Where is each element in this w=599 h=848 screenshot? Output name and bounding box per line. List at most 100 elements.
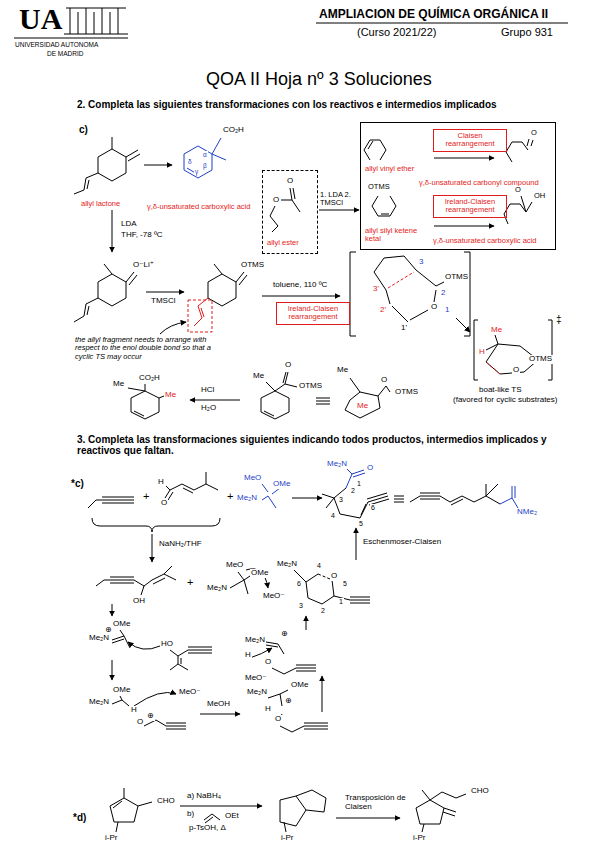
annotation-text: Grupo 931: [500, 26, 554, 38]
section-2c-structures: [506, 139, 533, 162]
annotation-text: (favored for cyclic substrates): [452, 396, 558, 405]
annotation-text: CHO: [156, 797, 176, 806]
section-2c-structures: [316, 398, 330, 404]
section-3c-structures: [112, 630, 130, 648]
section-3c-structures: [96, 566, 176, 595]
section-3c-structures: [88, 468, 518, 732]
section-3c-structures: [322, 676, 323, 712]
annotation-text: Me₂N: [276, 560, 298, 569]
annotation-text: 1: [356, 480, 362, 488]
annotation-text: LDA: [120, 220, 138, 229]
section-2c-structures: [364, 140, 386, 160]
annotation-text: OTMS: [367, 183, 391, 191]
annotation-text: MeO: [225, 561, 244, 570]
university-logo: [64, 8, 128, 34]
section-2c-structures: [482, 332, 538, 374]
section-3d-structures: [284, 790, 326, 832]
annotation-text: O: [330, 572, 338, 581]
annotation-text: Me: [252, 372, 265, 381]
annotation-text: c): [78, 124, 89, 135]
node-label: allyl ester: [267, 239, 299, 247]
section-2c-structures: [184, 146, 212, 178]
annotation-text: H: [157, 478, 165, 487]
annotation-text: Me₂N: [326, 460, 348, 469]
annotation-text: O: [530, 129, 538, 137]
annotation-text: OMe: [290, 681, 309, 690]
annotation-text: OMe: [272, 480, 291, 489]
annotation-text: NaNH₂/THF: [158, 540, 203, 549]
annotation-text: OMe: [112, 686, 131, 695]
annotation-text: CHO: [470, 787, 490, 796]
annotation-text: THF, -78 ºC: [120, 231, 164, 240]
section-2c-structures: [434, 226, 494, 227]
section-2c-structures: [160, 322, 186, 334]
rearrangement-box: Ireland-Claisen rearrangement: [276, 302, 350, 325]
annotation-text: γ: [194, 168, 199, 175]
section-3c-structures: [134, 693, 176, 707]
annotation-text: 5: [342, 580, 348, 588]
section-2c-structures: [270, 188, 300, 232]
annotation-text: UA: [18, 2, 63, 35]
annotation-text: HCl: [200, 386, 215, 395]
section-3c-structures: [394, 496, 404, 502]
annotation-text: H₂O: [200, 404, 217, 413]
annotation-text: Me₂N: [88, 634, 110, 643]
section-2c-structures: [112, 210, 113, 252]
annotation-text: Me₂N: [88, 698, 110, 707]
annotation-text: OTMS: [528, 355, 553, 364]
annotation-text: CO₂H: [138, 374, 161, 383]
section-3c-structures: [165, 472, 218, 500]
node-label: Ireland-Claisen rearrangement: [280, 305, 346, 322]
section-2c-structures: [188, 300, 212, 332]
section-3c-structures: [500, 486, 518, 508]
section-3d-structures: [416, 800, 444, 824]
annotation-text: HO: [160, 640, 174, 649]
annotation-text: *d): [72, 812, 87, 823]
annotation-text: H: [264, 705, 272, 714]
section-2c-structures: [190, 400, 240, 401]
annotation-text: 1': [400, 324, 408, 333]
annotation-text: AMPLIACION DE QUÍMICA ORGÁNICA II: [318, 8, 549, 21]
section-3c-structures: [92, 518, 220, 532]
section-2c-structures: [144, 165, 172, 166]
annotation-text: OEt: [224, 812, 240, 821]
annotation-text: O: [264, 658, 272, 667]
annotation-text: O: [380, 376, 388, 385]
section-3c-structures: [230, 572, 250, 594]
annotation-text: 2: [440, 289, 446, 298]
section-2c-structures: [456, 318, 470, 332]
section-3d-structures: [180, 806, 262, 807]
annotation-text: 3. Completa las transformaciones siguien…: [76, 434, 583, 456]
annotation-text: OTMS: [240, 261, 265, 270]
annotation-text: O⁻Li⁺: [132, 261, 155, 270]
annotation-text: Me: [356, 402, 369, 411]
annotation-text: allyl lactone: [80, 200, 121, 208]
annotation-text: OH: [533, 192, 546, 200]
section-2c-structures: [434, 158, 494, 159]
section-2c-structures: [128, 384, 164, 416]
annotation-text: Me: [164, 391, 177, 400]
node-label: allyl silyl ketene ketal: [365, 227, 427, 244]
annotation-text: OMe: [112, 620, 131, 629]
annotation-text: γ,δ-unsaturated carboxylic acid: [146, 203, 251, 211]
annotation-text: ⊕: [104, 626, 113, 635]
annotation-text: Me₂N: [206, 584, 228, 593]
annotation-text: ⊕: [284, 697, 293, 706]
annotation-text: toluene, 110 ºC: [272, 281, 328, 290]
annotation-text: OMe: [250, 569, 269, 578]
annotation-text: H: [478, 348, 486, 357]
section-3c-structures: [170, 647, 212, 670]
annotation-text: MeOH: [206, 700, 231, 709]
annotation-text: 3': [372, 285, 380, 294]
section-3c-structures: [88, 497, 134, 508]
section-2c-structures: [74, 137, 140, 194]
section-2c-structures: [98, 149, 126, 181]
university-logo: [14, 38, 128, 39]
section-2c-structures: [504, 196, 532, 224]
annotation-text: +: [186, 576, 194, 588]
annotation-text: H: [130, 706, 138, 715]
annotation-text: p-TsOH, Δ: [188, 824, 227, 833]
annotation-text: δ: [187, 158, 193, 165]
